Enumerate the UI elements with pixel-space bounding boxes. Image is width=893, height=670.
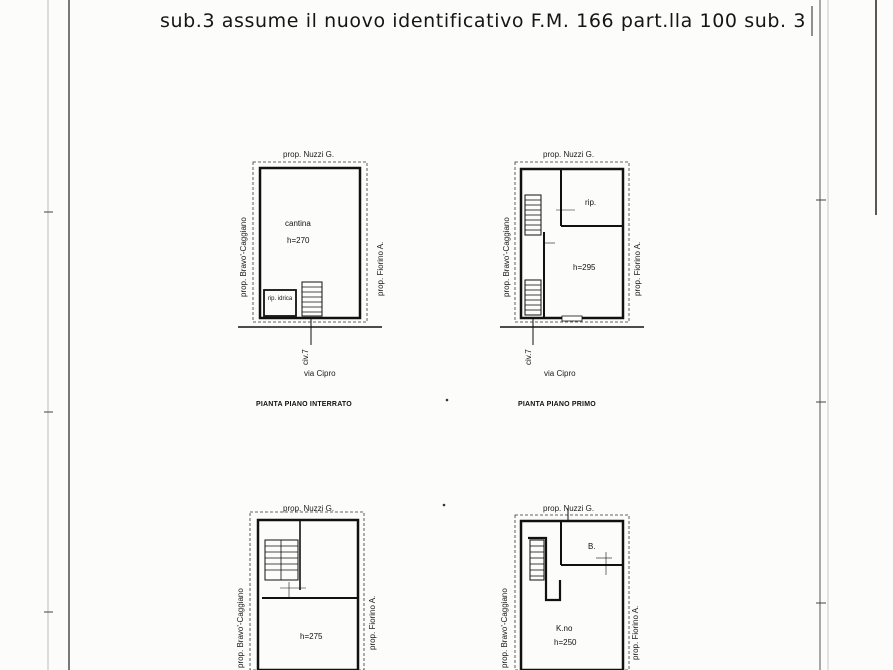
left-neighbor-label: prop. Bravo'-Caggiano xyxy=(239,217,248,297)
exterior-wall xyxy=(519,167,625,320)
right-neighbor-label: prop. Fiorino A. xyxy=(631,605,640,660)
room-height: h=250 xyxy=(554,638,577,647)
small-room-wall xyxy=(263,289,297,317)
upper-right-plan xyxy=(514,508,630,670)
plan-caption: PIANTA PIANO INTERRATO xyxy=(256,401,352,408)
property-boundary xyxy=(514,514,630,670)
sheet-heading: sub.3 assume il nuovo identificativo F.M… xyxy=(160,10,807,32)
basement-plan xyxy=(238,161,382,345)
left-neighbor-label: prop. Bravo'-Caggiano xyxy=(502,217,511,297)
stair xyxy=(264,539,299,581)
stray-mark xyxy=(442,503,446,507)
left-neighbor-label: prop. Bravo'-Caggiano xyxy=(236,588,245,668)
civic-number: civ.7 xyxy=(524,349,533,365)
small-room-label: B. xyxy=(588,542,596,551)
ground-plan xyxy=(500,161,644,345)
exterior-wall xyxy=(519,519,625,670)
room-name: K.no xyxy=(556,624,573,633)
window xyxy=(561,315,583,322)
small-room-label: rip. idrica xyxy=(267,296,293,302)
exterior-wall xyxy=(256,518,360,670)
stair xyxy=(529,539,545,581)
property-boundary xyxy=(252,161,368,323)
upper-left-plan xyxy=(249,511,365,670)
top-neighbor-label: prop. Nuzzi G. xyxy=(543,150,595,159)
small-room-label: rip. xyxy=(585,198,597,207)
stray-mark xyxy=(445,398,449,402)
stair-lower xyxy=(524,279,542,316)
room-name: cantina xyxy=(285,219,311,228)
plan-caption: PIANTA PIANO PRIMO xyxy=(518,401,596,408)
right-neighbor-label: prop. Fiorino A. xyxy=(376,241,385,296)
right-neighbor-label: prop. Fiorino A. xyxy=(368,595,377,650)
left-neighbor-label: prop. Bravo'-Caggiano xyxy=(500,588,509,668)
room-height: h=275 xyxy=(300,632,323,641)
top-neighbor-label: prop. Nuzzi G. xyxy=(283,504,335,513)
stair-wall xyxy=(528,536,562,602)
top-neighbor-label: prop. Nuzzi G. xyxy=(283,150,335,159)
civic-number: civ.7 xyxy=(301,349,310,365)
room-height: h=295 xyxy=(573,263,596,272)
stair xyxy=(301,281,323,317)
room-height: h=270 xyxy=(287,236,310,245)
property-boundary xyxy=(514,161,630,323)
top-neighbor-label: prop. Nuzzi G. xyxy=(543,504,595,513)
street-name: via Cipro xyxy=(544,369,576,378)
right-neighbor-label: prop. Fiorino A. xyxy=(633,241,642,296)
street-name: via Cipro xyxy=(304,369,336,378)
property-boundary xyxy=(249,511,365,670)
exterior-wall xyxy=(258,166,362,320)
